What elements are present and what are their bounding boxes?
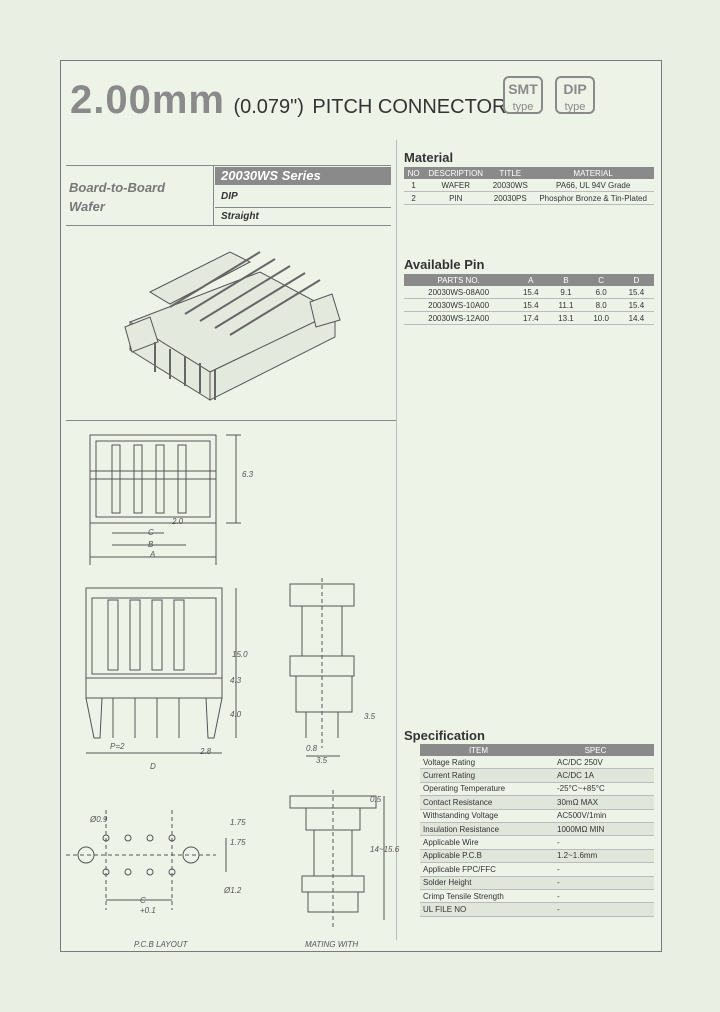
dim-175a-label: 1.75: [230, 818, 246, 827]
dim-b-label: B: [148, 540, 154, 549]
pcb-layout-caption: P.C.B LAYOUT: [134, 940, 188, 949]
mating-with-caption: MATING WITH: [305, 940, 359, 949]
col-header: TITLE: [488, 167, 533, 179]
dim-05-label: 0.5: [370, 795, 382, 804]
dim-range-label: 14~15.6: [370, 845, 400, 854]
mating-drawing: [289, 790, 385, 930]
table-header-row: PARTS NO. A B C D: [404, 274, 654, 286]
front-view-drawing: [85, 587, 237, 754]
pitch-size: 2.00mm: [70, 78, 225, 122]
table-row: 20030WS-12A00 17.4 13.1 10.0 14.4: [404, 311, 654, 325]
specification-heading: Specification: [404, 728, 485, 743]
dim-2-label: 2.0: [172, 517, 184, 526]
col-header: MATERIAL: [532, 167, 654, 179]
dim-150-label: 15.0: [232, 650, 248, 659]
dim-175b-label: 1.75: [230, 838, 246, 847]
smt-type-badge: SMT type: [503, 76, 543, 114]
table-row: 2 PIN 20030PS Phosphor Bronze & Tin-Plat…: [404, 191, 654, 205]
material-heading: Material: [404, 150, 454, 165]
table-row: Solder Height-: [420, 876, 654, 890]
table-row: 20030WS-08A00 15.4 9.1 6.0 15.4: [404, 286, 654, 299]
dim-28-label: 2.8: [200, 747, 212, 756]
dim-d-label: D: [150, 762, 156, 771]
pcb-layout-drawing: [66, 810, 227, 910]
divider: [213, 165, 214, 225]
connector-3d-illustration: [124, 251, 341, 401]
table-row: UL FILE NO-: [420, 902, 654, 917]
pitch-inch: (0.079"): [233, 96, 304, 118]
hole-dia-label: Ø0.9: [90, 815, 108, 824]
table-row: Operating Temperature-25°C~+85°C: [420, 782, 654, 797]
divider: [215, 207, 391, 208]
divider: [66, 165, 391, 166]
material-table: NO DESCRIPTION TITLE MATERIAL 1 WAFER 20…: [404, 167, 654, 205]
dim-35b-label: 3.5: [316, 756, 328, 765]
orientation: Straight: [221, 211, 259, 222]
category-line2: Wafer: [69, 199, 105, 214]
side-view-drawing: [289, 578, 355, 757]
available-pin-table: PARTS NO. A B C D 20030WS-08A00 15.4 9.1…: [404, 274, 654, 325]
table-row: Applicable FPC/FFC-: [420, 862, 654, 877]
dim-43-label: 4.3: [230, 676, 242, 685]
dim-tol-label: +0.1: [140, 906, 156, 915]
table-row: Applicable Wire-: [420, 835, 654, 850]
available-pin-heading: Available Pin: [404, 257, 485, 272]
page-title: 2.00mm (0.079") PITCH CONNECTOR: [70, 78, 506, 123]
divider: [396, 140, 397, 940]
dim-c-label: C: [148, 528, 154, 537]
mount-type: DIP: [221, 191, 238, 202]
series-label: 20030WS Series: [215, 167, 391, 185]
table-header-row: NO DESCRIPTION TITLE MATERIAL: [404, 167, 654, 179]
product-name: PITCH CONNECTOR: [312, 96, 507, 118]
table-row: 20030WS-10A00 15.4 11.1 8.0 15.4: [404, 298, 654, 312]
dip-type-badge: DIP type: [555, 76, 595, 114]
table-header-row: ITEM SPEC: [420, 744, 654, 756]
dim-63-label: 6.3: [242, 470, 254, 479]
col-header: DESCRIPTION: [423, 167, 489, 179]
dim-08-label: 0.8: [306, 744, 318, 753]
divider: [66, 225, 391, 226]
table-row: Crimp Tensile Strength-: [420, 889, 654, 904]
dim-a-label: A: [150, 550, 156, 559]
dim-c2-label: C: [140, 896, 146, 905]
divider: [66, 420, 396, 421]
top-view-drawing: [89, 434, 241, 565]
table-row: 1 WAFER 20030WS PA66, UL 94V Grade: [404, 179, 654, 192]
category-line1: Board-to-Board: [69, 180, 166, 195]
dim-35-label: 3.5: [364, 712, 376, 721]
dim-40-label: 4.0: [230, 710, 242, 719]
pitch-label: P=2: [110, 742, 125, 751]
hole-dia2-label: Ø1.2: [224, 886, 242, 895]
col-header: NO: [404, 167, 424, 179]
